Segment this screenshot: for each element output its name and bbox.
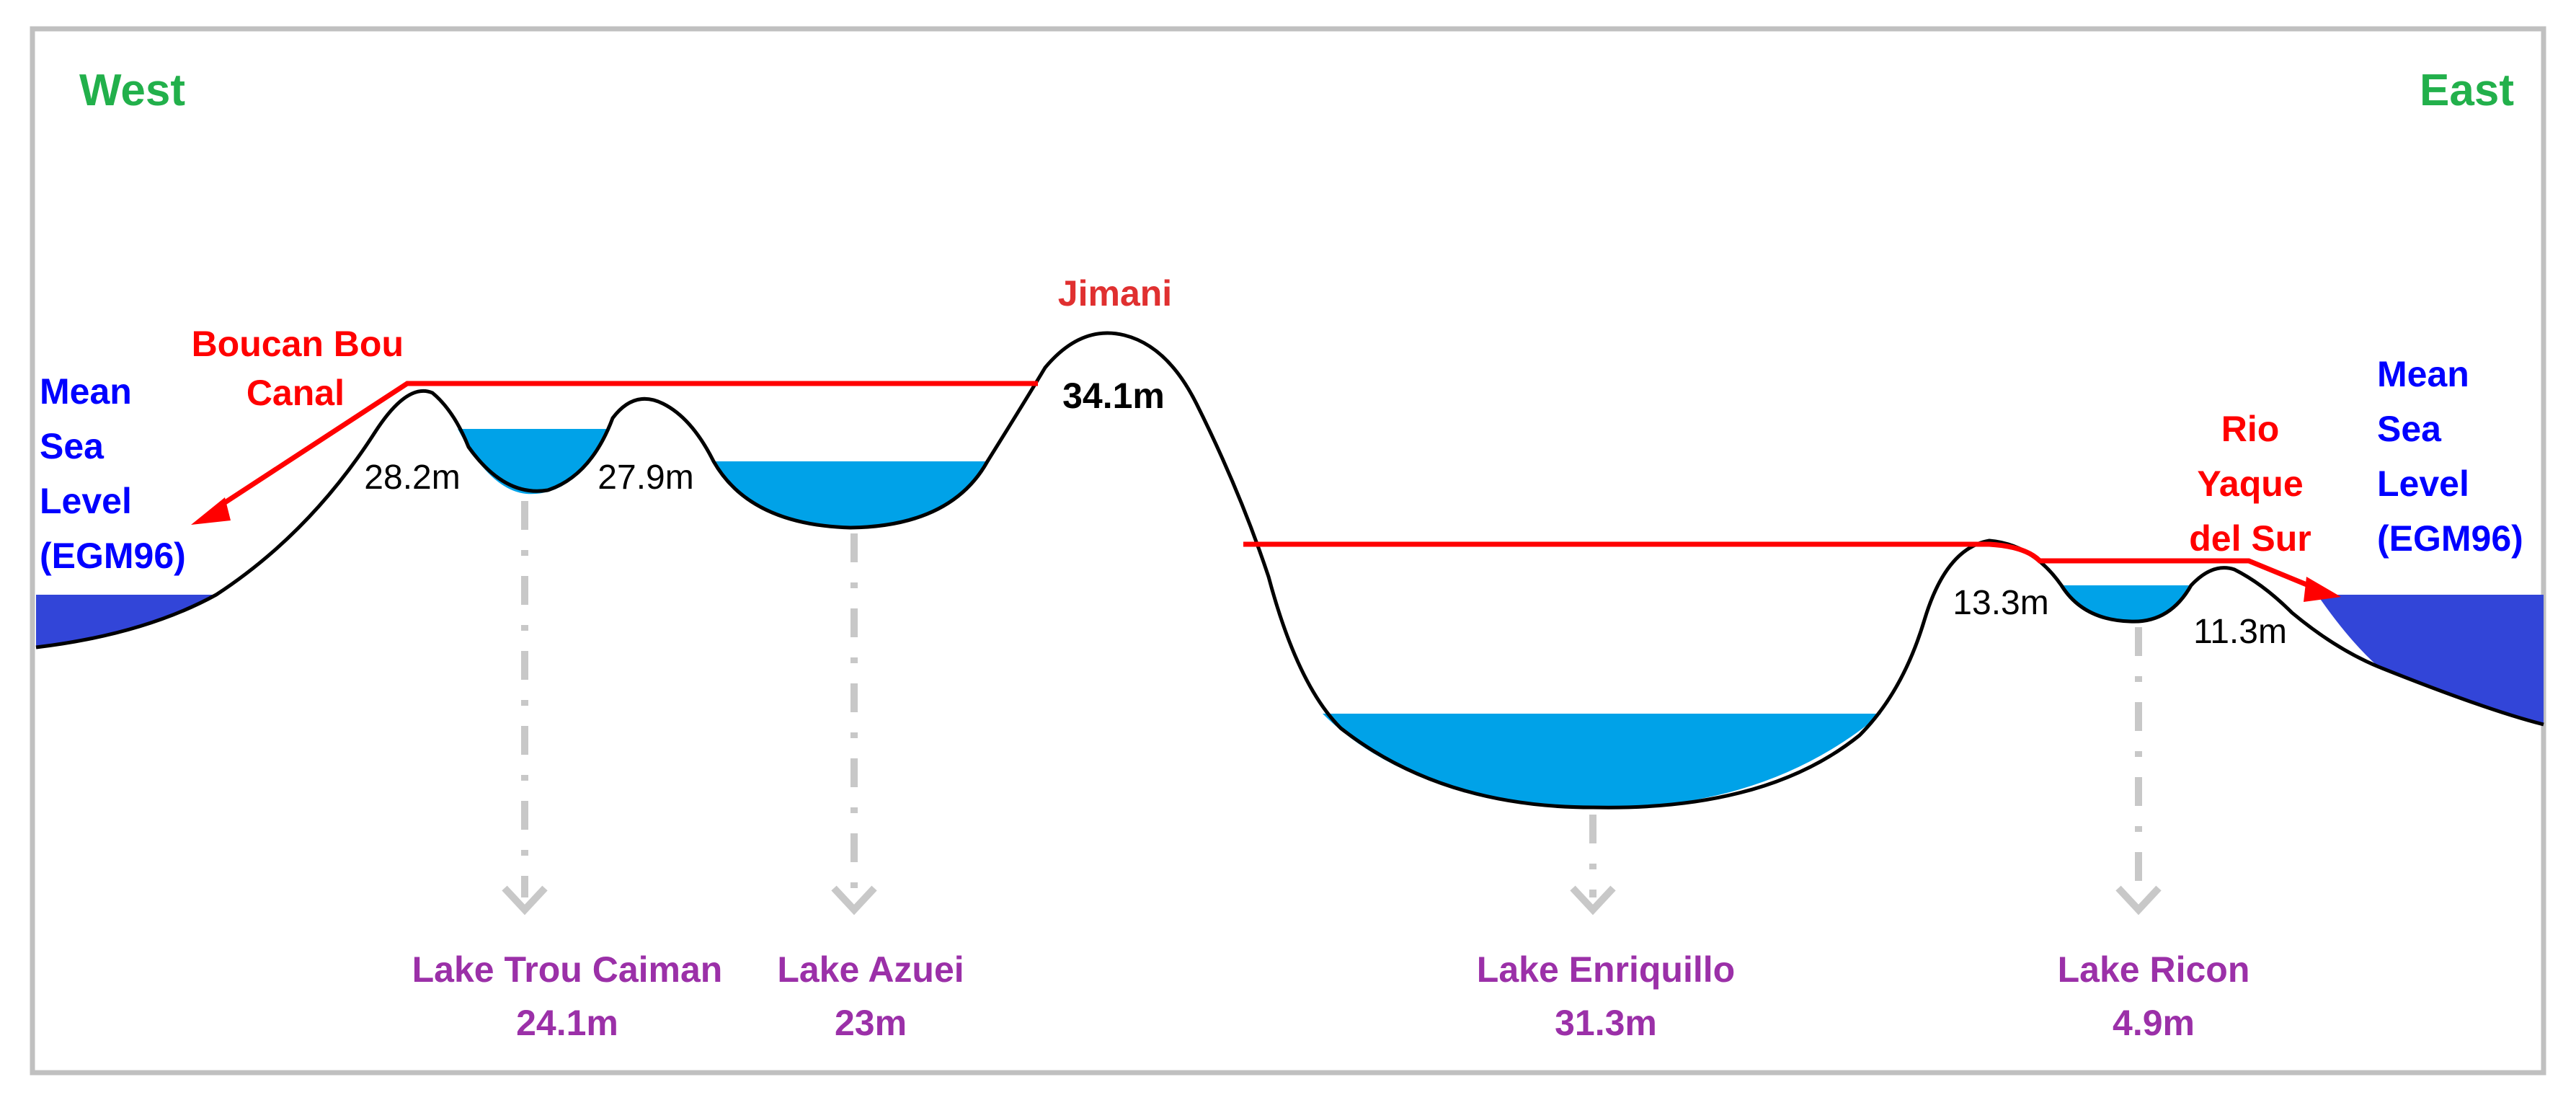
sea-level-west-line4: (EGM96) [40,536,186,576]
boucan-bou-label: Boucan Bou Canal [192,324,404,413]
rio-yaque-line1: Rio [2221,409,2280,449]
sea-level-label-west: Mean Sea Level (EGM96) [40,371,186,576]
sea-level-west-line3: Level [40,481,132,521]
lake-label-azuei: Lake Azuei 23m [777,949,964,1043]
jimani-label: Jimani [1058,273,1172,314]
lake-pointer-arrows [502,501,2162,916]
boucan-bou-line2: Canal [247,373,345,413]
direction-east-label: East [2420,66,2514,115]
direction-west-label: West [79,66,185,115]
lake-label-trou-caiman: Lake Trou Caiman 24.1m [412,949,723,1043]
sea-level-west-line2: Sea [40,426,105,466]
sill-elevation-jimani: 34.1m [1062,376,1165,416]
lake-trou-caiman-depth: 24.1m [516,1003,618,1043]
enriquillo-level-line [1243,541,2315,590]
terrain-profile-line [35,331,2544,810]
sea-water-east [2317,595,2544,724]
boucan-bou-outflow-line [215,381,1038,510]
sea-level-east-line1: Mean [2377,354,2469,394]
lake-azuei-water [714,461,987,528]
lake-azuei-depth: 23m [835,1003,907,1043]
rio-yaque-line3: del Sur [2189,518,2311,559]
lake-enriquillo-water [1323,714,1881,808]
rio-yaque-line2: Yaque [2197,464,2303,504]
figure-frame [30,26,2546,1076]
sea-level-east-line4: (EGM96) [2377,518,2523,559]
lake-label-enriquillo: Lake Enriquillo 31.3m [1477,949,1735,1043]
sea-level-west-line1: Mean [40,371,132,412]
sill-elevation-middle-peak: 27.9m [598,458,693,497]
sea-water-west [36,595,216,647]
lake-label-ricon: Lake Ricon 4.9m [2058,949,2250,1043]
sea-level-east-line2: Sea [2377,409,2442,449]
lake-enriquillo-depth: 31.3m [1555,1003,1657,1043]
lake-azuei-pointer-head [831,885,877,916]
sill-elevation-east-left: 13.3m [1953,584,2048,622]
lake-trou-caiman-pointer-head [502,885,548,916]
lake-enriquillo-pointer-head [1570,885,1616,916]
boucan-bou-line1: Boucan Bou [192,324,404,364]
lake-ricon-depth: 4.9m [2113,1003,2195,1043]
sea-level-label-east: Mean Sea Level (EGM96) [2377,354,2523,559]
sill-elevation-east-right: 11.3m [2193,613,2287,651]
lake-enriquillo-name: Lake Enriquillo [1477,949,1735,990]
lake-trou-caiman-name: Lake Trou Caiman [412,949,723,990]
boucan-bou-arrowhead [191,497,231,525]
lake-azuei-name: Lake Azuei [777,949,964,990]
lake-ricon-name: Lake Ricon [2058,949,2250,990]
sill-elevation-west-peak: 28.2m [364,458,460,497]
sea-level-east-line3: Level [2377,464,2469,504]
lake-ricon-pointer-head [2115,885,2162,916]
rio-yaque-label: Rio Yaque del Sur [2189,409,2311,559]
rio-yaque-arrowhead [2304,577,2341,602]
